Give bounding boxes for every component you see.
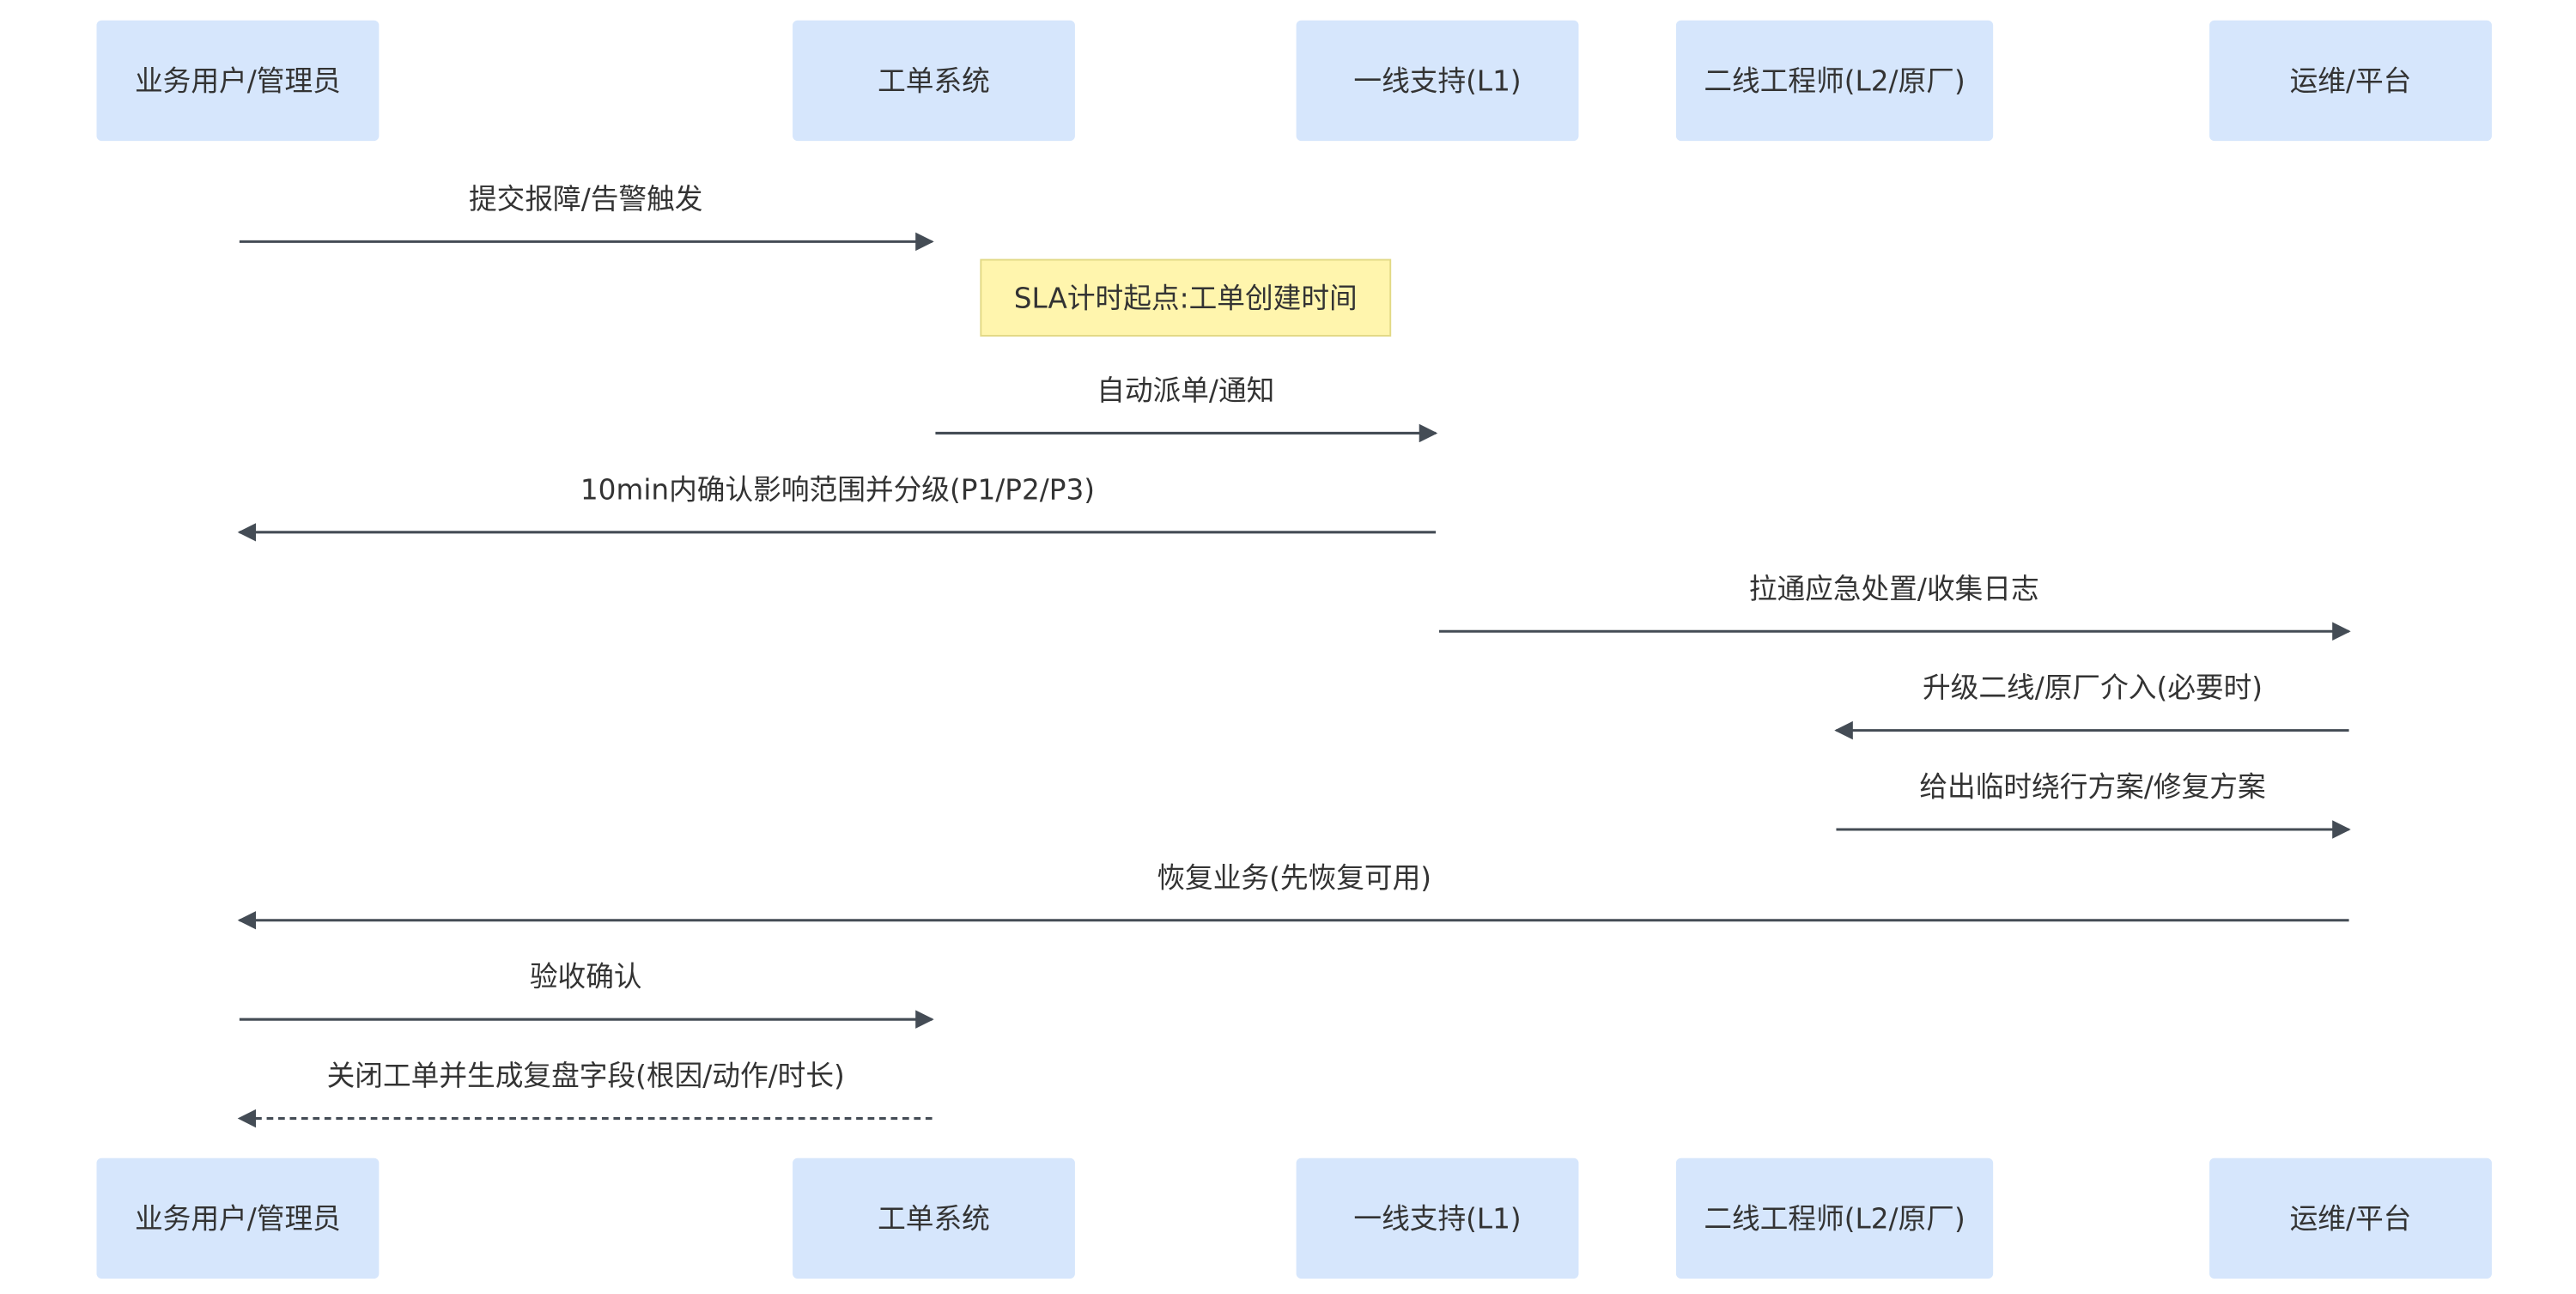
message-2: 自动派单/通知 <box>935 374 1438 443</box>
participants-bottom: 业务用户/管理员 工单系统 一线支持(L1) 二线工程师(L2/原厂) 运维/平台 <box>96 1157 2492 1279</box>
message-6: 给出临时绕行方案/修复方案 <box>1836 771 2351 839</box>
note-box <box>980 258 1392 337</box>
message-label: 提交报障/告警触发 <box>469 183 703 216</box>
participant-box <box>96 1157 380 1279</box>
participant-label: 工单系统 <box>878 64 990 97</box>
participant-user: 业务用户/管理员 <box>96 1157 380 1279</box>
participant-ticket: 工单系统 <box>793 1157 1075 1279</box>
participant-label: 运维/平台 <box>2290 1202 2412 1235</box>
participant-box <box>1296 1157 1579 1279</box>
message-label: 10min内确认影响范围并分级(P1/P2/P3) <box>580 473 1095 506</box>
note: SLA计时起点:工单创建时间 <box>980 258 1392 337</box>
message-4: 拉通应急处置/收集日志 <box>1438 573 2351 641</box>
message-1: 提交报障/告警触发 <box>239 183 934 252</box>
message-3: 10min内确认影响范围并分级(P1/P2/P3) <box>237 473 1437 542</box>
message-label: 关闭工单并生成复盘字段(根因/动作/时长) <box>327 1060 845 1092</box>
participant-ops: 运维/平台 <box>2209 20 2492 142</box>
message-label: 升级二线/原厂介入(必要时) <box>1923 671 2263 704</box>
message-8: 验收确认 <box>239 961 934 1029</box>
message-5: 升级二线/原厂介入(必要时) <box>1834 671 2349 740</box>
participant-label: 工单系统 <box>878 1202 990 1235</box>
participant-box <box>96 20 380 142</box>
participants-top: 业务用户/管理员 工单系统 一线支持(L1) 二线工程师(L2/原厂) 运维/平台 <box>96 20 2492 142</box>
message-label: 自动派单/通知 <box>1097 374 1274 407</box>
participant-l2: 二线工程师(L2/原厂) <box>1675 20 1994 142</box>
participant-l1: 一线支持(L1) <box>1296 20 1579 142</box>
participant-label: 业务用户/管理员 <box>135 64 341 97</box>
note-text: SLA计时起点:工单创建时间 <box>1014 282 1358 314</box>
participant-user: 业务用户/管理员 <box>96 20 380 142</box>
participant-label: 一线支持(L1) <box>1353 1202 1521 1235</box>
message-label: 恢复业务(先恢复可用) <box>1157 861 1431 894</box>
participant-l1: 一线支持(L1) <box>1296 1157 1579 1279</box>
message-label: 拉通应急处置/收集日志 <box>1749 573 2039 605</box>
message-label: 验收确认 <box>530 961 642 993</box>
participant-box <box>793 1157 1075 1279</box>
message-label: 给出临时绕行方案/修复方案 <box>1919 771 2265 804</box>
participant-label: 运维/平台 <box>2290 64 2412 97</box>
participant-label: 二线工程师(L2/原厂) <box>1704 1202 1965 1235</box>
participant-ops: 运维/平台 <box>2209 1157 2492 1279</box>
participant-label: 业务用户/管理员 <box>135 1202 341 1235</box>
participant-ticket: 工单系统 <box>793 20 1075 142</box>
participant-label: 一线支持(L1) <box>1353 64 1521 97</box>
participant-box <box>1675 20 1994 142</box>
participant-box <box>1675 1157 1994 1279</box>
participant-box <box>793 20 1075 142</box>
message-7: 恢复业务(先恢复可用) <box>237 861 2349 930</box>
participant-box <box>1296 20 1579 142</box>
participant-l2: 二线工程师(L2/原厂) <box>1675 1157 1994 1279</box>
participant-box <box>2209 1157 2492 1279</box>
participant-box <box>2209 20 2492 142</box>
participant-label: 二线工程师(L2/原厂) <box>1704 64 1965 97</box>
message-9: 关闭工单并生成复盘字段(根因/动作/时长) <box>237 1060 933 1128</box>
